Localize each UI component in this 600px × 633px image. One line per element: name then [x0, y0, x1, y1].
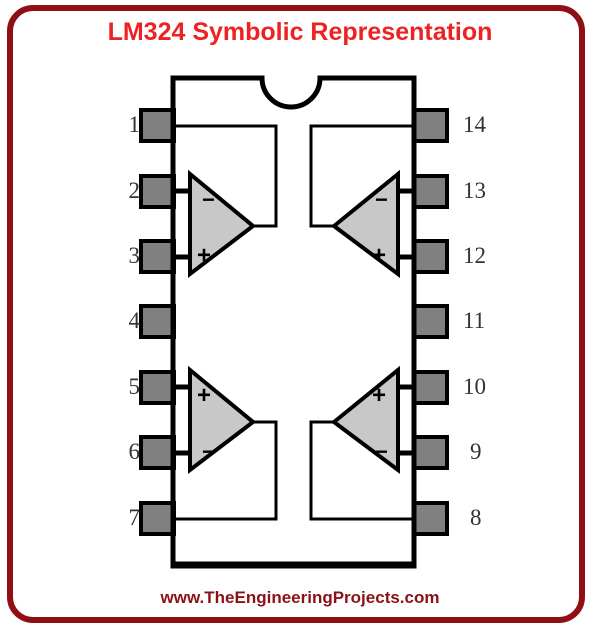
opamp-c-minus-label: −	[202, 439, 215, 464]
pin-6-body	[139, 435, 176, 470]
opamp-a-triangle	[188, 169, 257, 279]
pin-label-13: 13	[463, 178, 486, 203]
pin-label-5: 5	[128, 374, 141, 399]
pin-7-body	[139, 501, 176, 536]
pin-label-2: 2	[128, 178, 141, 203]
pin-label-6: 6	[128, 439, 141, 464]
pin-4-body	[139, 304, 176, 339]
opamp-b-minus-label: −	[375, 187, 388, 212]
left-pin-group	[139, 108, 176, 536]
footer-watermark: www.TheEngineeringProjects.com	[160, 588, 440, 607]
pin-1-body	[139, 108, 176, 143]
pin-11-body	[412, 304, 449, 339]
opamp-a-plus-label: +	[197, 242, 211, 269]
pin-label-14: 14	[463, 112, 486, 137]
pin-label-9: 9	[470, 439, 482, 464]
opamp-c-triangle	[188, 365, 257, 475]
pin-3-body	[139, 239, 176, 274]
pin-8-body	[412, 501, 449, 536]
pin-label-1: 1	[128, 112, 141, 137]
pin-label-3: 3	[128, 243, 141, 268]
opamp-b-plus-label: +	[372, 242, 386, 269]
pin-label-8: 8	[470, 505, 482, 530]
pin-label-12: 12	[463, 243, 486, 268]
pin-label-7: 7	[128, 505, 141, 530]
opamp-a-minus-label: −	[202, 187, 215, 212]
pin-label-10: 10	[463, 374, 486, 399]
opamp-b-triangle	[330, 169, 400, 278]
pin-12-body	[412, 239, 449, 274]
opamp-d-plus-label: +	[372, 382, 386, 409]
right-pin-group	[412, 108, 449, 536]
pin-13-body	[412, 174, 449, 209]
pin-5-body	[139, 370, 176, 405]
page-title: LM324 Symbolic Representation	[107, 18, 493, 46]
pin-9-body	[412, 435, 449, 470]
pin-10-body	[412, 370, 449, 405]
opamp-d-triangle	[330, 365, 400, 474]
opamp-d-minus-label: −	[375, 439, 388, 464]
pin-2-body	[139, 174, 176, 209]
opamp-c-plus-label: +	[197, 382, 211, 409]
pin-label-11: 11	[463, 308, 486, 333]
chip-body-outline	[170, 75, 417, 569]
pin-14-body	[412, 108, 449, 143]
pin-label-4: 4	[128, 308, 141, 333]
